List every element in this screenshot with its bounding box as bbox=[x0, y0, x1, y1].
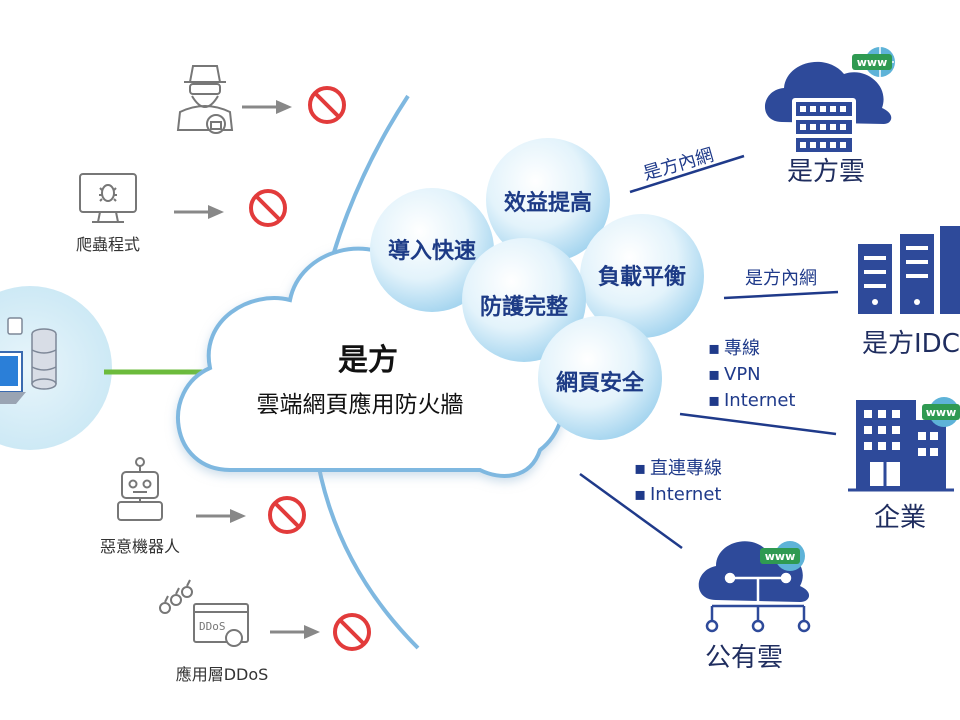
bubble-efficiency: 效益提高 bbox=[486, 138, 610, 262]
blocked-icon bbox=[268, 496, 306, 534]
laptop-database-icon bbox=[0, 317, 57, 404]
dest-idc: 是方IDC bbox=[858, 226, 960, 359]
dest-idc-label: 是方IDC bbox=[862, 329, 960, 359]
enterprise-link-item: VPN bbox=[724, 364, 761, 385]
www-badge: www bbox=[926, 406, 957, 419]
blocked-icon bbox=[249, 189, 287, 227]
bubble-protection: 防護完整 bbox=[462, 238, 586, 362]
bot-threat: 惡意機器人 bbox=[100, 457, 306, 556]
bubble-label: 效益提高 bbox=[504, 190, 592, 216]
bubble-load-balance: 負載平衡 bbox=[580, 214, 704, 338]
bubble-label: 網頁安全 bbox=[556, 370, 645, 396]
monitor-bug-icon bbox=[79, 173, 137, 223]
bullet: ▪ bbox=[634, 484, 646, 505]
public-link-item: Internet bbox=[650, 484, 721, 505]
www-globe-icon: www bbox=[852, 47, 895, 77]
enterprise-link-item: Internet bbox=[724, 390, 795, 411]
bubble-label: 負載平衡 bbox=[598, 264, 686, 290]
ddos-threat: DDoS 應用層DDoS bbox=[159, 579, 371, 684]
www-badge: www bbox=[857, 56, 888, 69]
ddos-badge: DDoS bbox=[199, 620, 226, 633]
arrow-icon bbox=[196, 509, 246, 523]
blocked-icon bbox=[333, 613, 371, 651]
dest-cloud-label: 是方雲 bbox=[787, 157, 865, 187]
building-icon bbox=[848, 400, 954, 492]
dest-enterprise-label: 企業 bbox=[874, 503, 926, 533]
public-link-item: 直連專線 bbox=[650, 458, 722, 479]
public-link-list: ▪ 直連專線 ▪ Internet bbox=[634, 458, 722, 505]
bullet: ▪ bbox=[634, 458, 646, 479]
waf-title: 是方 bbox=[338, 343, 398, 378]
www-badge: www bbox=[765, 550, 796, 563]
enterprise-link-list: ▪ 專線 ▪ VPN ▪ Internet bbox=[708, 338, 795, 411]
user-source bbox=[0, 286, 242, 450]
enterprise-link-item: 專線 bbox=[724, 338, 760, 359]
www-globe-icon: www bbox=[760, 541, 805, 571]
bullet: ▪ bbox=[708, 364, 720, 385]
dest-public-cloud: www 公有雲 bbox=[698, 541, 811, 673]
arrow-icon bbox=[174, 205, 224, 219]
ddos-label: 應用層DDoS bbox=[176, 665, 269, 684]
bubble-label: 導入快速 bbox=[388, 238, 476, 264]
dest-public-label: 公有雲 bbox=[705, 643, 783, 673]
bubble-quick-deploy: 導入快速 bbox=[370, 188, 494, 312]
bubble-web-security: 網頁安全 bbox=[538, 316, 662, 440]
feature-bubbles: 導入快速 效益提高 負載平衡 防護完整 網頁安全 bbox=[370, 138, 704, 440]
arrow-icon bbox=[270, 625, 320, 639]
connection-lines bbox=[579, 154, 839, 550]
www-globe-icon: www bbox=[922, 397, 960, 427]
dest-cloud: www 是方雲 bbox=[764, 47, 895, 187]
robot-icon bbox=[117, 457, 163, 521]
cloud-link-label: 是方內網 bbox=[641, 145, 716, 185]
bullet: ▪ bbox=[708, 338, 720, 359]
server-racks-icon bbox=[858, 226, 960, 314]
bot-label: 惡意機器人 bbox=[100, 537, 180, 556]
hacker-icon bbox=[176, 65, 234, 134]
waf-subtitle: 雲端網頁應用防火牆 bbox=[257, 392, 464, 418]
crawler-threat: 爬蟲程式 bbox=[76, 173, 287, 254]
hacker-threat bbox=[176, 65, 346, 134]
ddos-window-icon bbox=[159, 579, 249, 647]
blocked-icon bbox=[308, 86, 346, 124]
bubble-label: 防護完整 bbox=[480, 294, 568, 320]
bullet: ▪ bbox=[708, 390, 720, 411]
idc-link-label: 是方內網 bbox=[745, 268, 817, 289]
cloud-server-icon bbox=[764, 61, 892, 154]
crawler-label: 爬蟲程式 bbox=[76, 235, 140, 254]
dest-enterprise: www 企業 bbox=[848, 397, 960, 533]
arrow-icon bbox=[242, 100, 292, 114]
